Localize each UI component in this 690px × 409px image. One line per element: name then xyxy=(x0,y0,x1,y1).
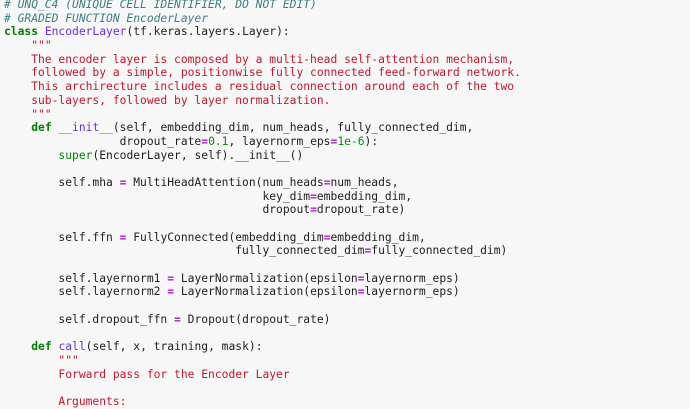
operator-token: = xyxy=(119,175,127,189)
code-text: (self, x, training, mask): xyxy=(85,340,263,354)
comment-token: # GRADED FUNCTION EncoderLayer xyxy=(4,11,209,25)
code-text: self.mha xyxy=(4,175,120,189)
code-text xyxy=(4,340,31,353)
code-text: MultiHeadAttention(num_heads xyxy=(126,175,324,189)
code-line: def __init__(self, embedding_dim, num_he… xyxy=(4,121,521,135)
code-line xyxy=(4,162,521,176)
code-line xyxy=(4,299,521,313)
code-line: fully_connected_dim=fully_connected_dim) xyxy=(4,244,521,258)
code-text xyxy=(4,39,31,52)
code-text: self.dropout_ffn xyxy=(4,312,175,326)
code-line: self.layernorm1 = LayerNormalization(eps… xyxy=(4,272,521,286)
code-text: ): xyxy=(364,134,379,148)
operator-token: = xyxy=(323,175,331,189)
code-text: num_heads, xyxy=(330,175,399,189)
code-line: def call(self, x, training, mask): xyxy=(4,340,521,354)
string-token: """ xyxy=(4,107,52,121)
code-text: (EncoderLayer, self).__init__() xyxy=(92,148,304,162)
code-text: fully_connected_dim xyxy=(4,244,365,258)
string-token: Forward pass for the Encoder Layer xyxy=(4,367,290,381)
code-text xyxy=(4,149,58,162)
operator-token: = xyxy=(364,244,372,258)
code-text: dropout_rate) xyxy=(316,203,406,217)
code-line: followed by a simple, positionwise fully… xyxy=(4,66,521,80)
code-text: key_dim xyxy=(4,189,311,203)
number-token: 0.1 xyxy=(208,134,229,148)
code-line: This archirecture includes a residual co… xyxy=(4,80,521,94)
code-line: Forward pass for the Encoder Layer xyxy=(4,368,521,382)
code-line: # GRADED FUNCTION EncoderLayer xyxy=(4,12,521,26)
code-line: The encoder layer is composed by a multi… xyxy=(4,53,521,67)
operator-token: = xyxy=(357,271,365,285)
code-text: dropout xyxy=(4,203,311,217)
function-name-token: __init__ xyxy=(58,121,113,135)
class-name-token: EncoderLayer xyxy=(44,25,127,39)
string-token: sub-layers, followed by layer normalizat… xyxy=(4,93,331,107)
code-text: self.ffn xyxy=(4,230,120,244)
code-line: self.layernorm2 = LayerNormalization(eps… xyxy=(4,285,521,299)
function-name-token: call xyxy=(58,340,86,354)
operator-token: = xyxy=(310,189,317,203)
code-line: # UNQ_C4 (UNIQUE CELL IDENTIFIER, DO NOT… xyxy=(4,0,521,12)
keyword-token: class xyxy=(4,25,39,39)
code-line: self.ffn = FullyConnected(embedding_dim=… xyxy=(4,231,521,245)
operator-token: = xyxy=(119,230,127,244)
operator-token: = xyxy=(167,271,175,285)
string-token: Arguments: xyxy=(4,394,127,408)
code-line: key_dim=embedding_dim, xyxy=(4,190,521,204)
operator-token: = xyxy=(167,285,175,299)
string-token: followed by a simple, positionwise fully… xyxy=(4,66,521,80)
string-token: """ xyxy=(31,39,52,53)
comment-token: # UNQ_C4 (UNIQUE CELL IDENTIFIER, DO NOT… xyxy=(4,0,317,11)
code-text: LayerNormalization(epsilon xyxy=(174,285,358,299)
code-line: class EncoderLayer(tf.keras.layers.Layer… xyxy=(4,25,521,39)
code-line: self.dropout_ffn = Dropout(dropout_rate) xyxy=(4,313,521,327)
code-line: dropout_rate=0.1, layernorm_eps=1e-6): xyxy=(4,135,521,149)
code-text: layernorm_eps) xyxy=(364,271,460,285)
code-text: (self, embedding_dim, num_heads, fully_c… xyxy=(112,121,474,135)
keyword-token: def xyxy=(31,121,52,135)
code-text xyxy=(4,121,31,134)
code-line: """ xyxy=(4,39,521,53)
code-line xyxy=(4,381,521,395)
code-text: embedding_dim, xyxy=(316,189,413,203)
operator-token: = xyxy=(310,203,317,217)
operator-token: = xyxy=(323,230,331,244)
code-line: Arguments: xyxy=(4,395,521,409)
keyword-token: def xyxy=(31,340,52,354)
code-text xyxy=(38,25,45,38)
code-text: LayerNormalization(epsilon xyxy=(174,271,358,285)
code-text: fully_connected_dim) xyxy=(371,244,508,258)
code-editor[interactable]: # UNQ_C4 (UNIQUE CELL IDENTIFIER, DO NOT… xyxy=(4,0,521,409)
operator-token: = xyxy=(174,312,181,326)
code-line: """ xyxy=(4,108,521,122)
string-token: """ xyxy=(58,353,79,367)
string-token: This archirecture includes a residual co… xyxy=(4,80,515,94)
operator-token: = xyxy=(330,134,338,148)
code-text: self.layernorm2 xyxy=(4,285,168,299)
code-line: dropout=dropout_rate) xyxy=(4,203,521,217)
operator-token: = xyxy=(357,285,365,299)
code-text: layernorm_eps) xyxy=(364,285,460,299)
code-line xyxy=(4,258,521,272)
code-text xyxy=(4,354,58,367)
string-token: The encoder layer is composed by a multi… xyxy=(4,52,515,66)
code-text: Dropout(dropout_rate) xyxy=(180,312,331,326)
code-text: , layernorm_eps xyxy=(228,134,331,148)
code-line: super(EncoderLayer, self).__init__() xyxy=(4,149,521,163)
code-line: self.mha = MultiHeadAttention(num_heads=… xyxy=(4,176,521,190)
number-token: 1e-6 xyxy=(337,134,365,148)
code-line: sub-layers, followed by layer normalizat… xyxy=(4,94,521,108)
code-line xyxy=(4,327,521,341)
builtin-token: super xyxy=(58,148,93,162)
operator-token: = xyxy=(201,134,209,148)
code-text: embedding_dim, xyxy=(330,230,426,244)
code-text: dropout_rate xyxy=(4,134,202,148)
code-text: FullyConnected(embedding_dim xyxy=(126,230,324,244)
code-text: (tf.keras.layers.Layer): xyxy=(126,25,290,39)
code-line: """ xyxy=(4,354,521,368)
code-line xyxy=(4,217,521,231)
code-text: self.layernorm1 xyxy=(4,271,168,285)
